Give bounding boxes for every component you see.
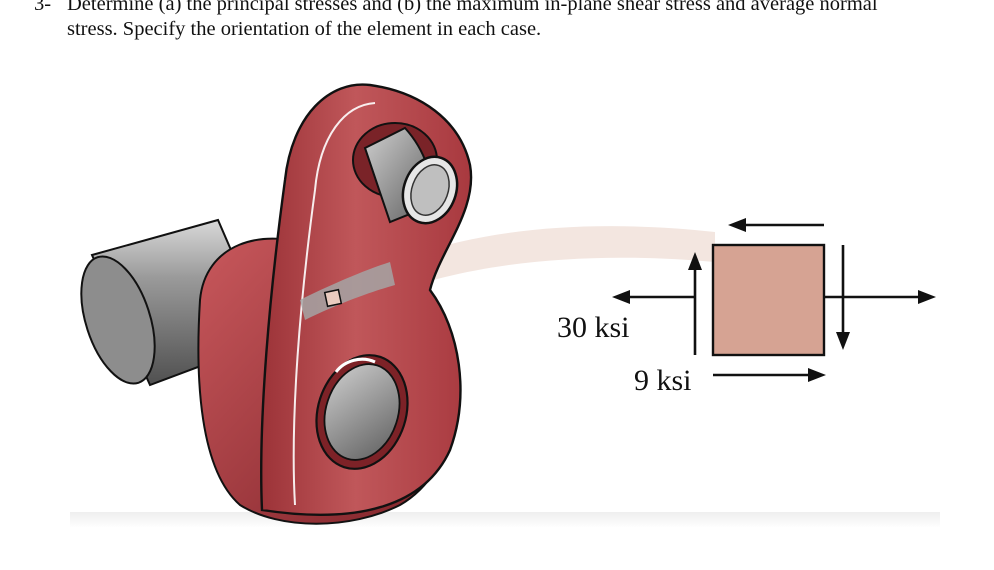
floor-shade (70, 512, 940, 528)
left-shear-arrow (688, 252, 702, 355)
link-gray-band (300, 262, 395, 320)
shear-stress-label: 9 ksi (634, 364, 692, 397)
element-marker (323, 288, 343, 308)
top-shear-arrow (728, 218, 824, 232)
bottom-shear-arrow (713, 368, 826, 382)
right-shear-arrow (836, 245, 850, 350)
problem-text-line-2: stress. Specify the orientation of the e… (67, 18, 542, 40)
problem-text-line-1: Determine (a) the principal stresses and… (67, 0, 878, 15)
problem-number: 3- (34, 0, 52, 15)
stress-element (711, 243, 826, 357)
lower-bore (315, 354, 409, 470)
normal-stress-label: 30 ksi (557, 311, 630, 344)
left-normal-arrow (612, 290, 695, 304)
link-edge-highlight (292, 102, 376, 506)
stress-path-band (340, 226, 715, 312)
upper-pin (352, 122, 459, 225)
right-normal-arrow (824, 290, 936, 304)
